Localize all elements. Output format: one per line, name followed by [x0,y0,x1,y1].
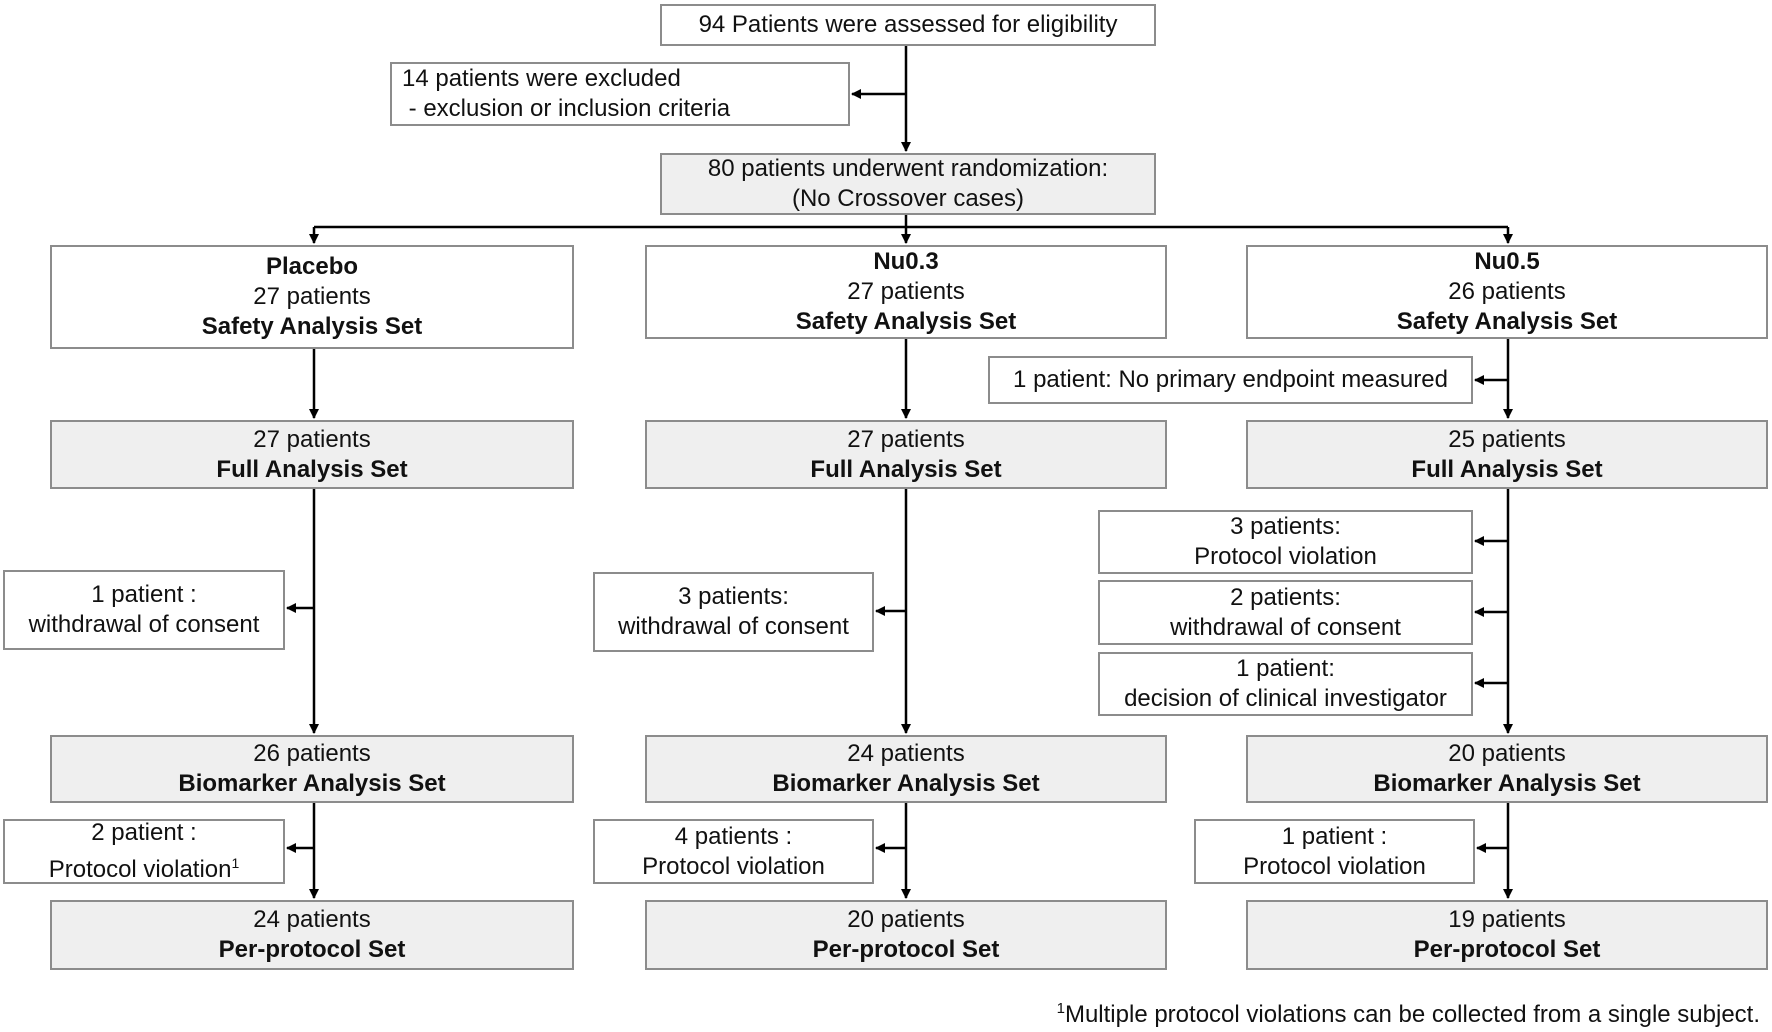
nu05-protocol-violation-box-1: 3 patients: Protocol violation [1098,510,1473,574]
nu05-perprotocol-box: 19 patients Per-protocol Set [1246,900,1768,970]
exclusion-line2: withdrawal of consent [618,613,849,640]
nu05-biomarker-box: 20 patients Biomarker Analysis Set [1246,735,1768,803]
placebo-protocol-violation-box: 2 patient : Protocol violation1 [3,819,285,884]
perprotocol-count: 19 patients [1448,906,1566,933]
exclusion-line2: Protocol violation [48,856,232,883]
exclusion-line2: Protocol violation [1194,543,1377,570]
full-count: 27 patients [253,425,371,453]
exclusion-line1: 3 patients: [1230,513,1341,540]
nu05-full-box: 25 patients Full Analysis Set [1246,420,1768,489]
safety-count: 27 patients [253,283,371,310]
biomarker-label: Biomarker Analysis Set [1373,770,1641,797]
placebo-biomarker-box: 26 patients Biomarker Analysis Set [50,735,574,803]
exclusion-line2: withdrawal of consent [1170,613,1401,641]
safety-count: 26 patients [1448,278,1566,305]
biomarker-count: 26 patients [253,740,371,767]
biomarker-label: Biomarker Analysis Set [772,770,1040,797]
full-label: Full Analysis Set [810,455,1002,483]
exclusion-line1: 1 patient: [1236,655,1335,682]
excluded-box: 14 patients were excluded - exclusion or… [390,62,850,126]
arm-name-placebo: Placebo [265,253,359,280]
exclusion-text: 1 patient: No primary endpoint measured [1013,366,1448,393]
randomized-line1: 80 patients underwent randomization: [707,155,1109,182]
nu03-safety-box: Nu0.3 27 patients Safety Analysis Set [645,245,1167,339]
placebo-perprotocol-box: 24 patients Per-protocol Set [50,900,574,970]
full-label: Full Analysis Set [216,455,408,483]
full-count: 25 patients [1448,425,1566,453]
placebo-withdrawal-box: 1 patient : withdrawal of consent [3,570,285,650]
biomarker-label: Biomarker Analysis Set [178,770,446,797]
nu05-safety-box: Nu0.5 26 patients Safety Analysis Set [1246,245,1768,339]
perprotocol-count: 20 patients [847,906,965,933]
safety-count: 27 patients [847,278,965,305]
assessed-text: 94 Patients were assessed for eligibilit… [698,11,1118,38]
arm-name-nu05: Nu0.5 [1474,248,1540,275]
assessed-box: 94 Patients were assessed for eligibilit… [660,4,1156,46]
exclusion-line1: 1 patient : [91,581,197,608]
biomarker-count: 24 patients [847,740,965,767]
excluded-line2: - exclusion or inclusion criteria [402,95,731,122]
randomized-line2: (No Crossover cases) [791,185,1025,212]
perprotocol-label: Per-protocol Set [1413,936,1601,963]
full-label: Full Analysis Set [1411,455,1603,483]
randomized-box: 80 patients underwent randomization: (No… [660,153,1156,215]
placebo-safety-box: Placebo 27 patients Safety Analysis Set [50,245,574,349]
nu05-withdrawal-box: 2 patients: withdrawal of consent [1098,580,1473,645]
nu03-biomarker-box: 24 patients Biomarker Analysis Set [645,735,1167,803]
nu03-protocol-violation-box: 4 patients : Protocol violation [593,819,874,884]
exclusion-line1: 2 patient : [91,819,197,846]
nu05-investigator-decision-box: 1 patient: decision of clinical investig… [1098,652,1473,716]
exclusion-line2: Protocol violation [1243,852,1426,880]
nu03-withdrawal-box: 3 patients: withdrawal of consent [593,572,874,652]
full-count: 27 patients [847,425,965,453]
footnote-text: Multiple protocol violations can be coll… [1064,1001,1760,1028]
footnote-marker: 1 [231,855,240,871]
exclusion-line1: 3 patients: [678,583,789,610]
perprotocol-label: Per-protocol Set [218,936,406,963]
excluded-line1: 14 patients were excluded [402,65,681,92]
exclusion-line2-wrap: Protocol violation1 [49,848,240,885]
exclusion-line1: 4 patients : [674,822,793,850]
exclusion-line2: Protocol violation [642,852,825,880]
safety-label: Safety Analysis Set [1396,308,1618,335]
exclusion-line2: decision of clinical investigator [1124,685,1447,712]
perprotocol-count: 24 patients [253,906,371,933]
placebo-full-box: 27 patients Full Analysis Set [50,420,574,489]
biomarker-count: 20 patients [1448,740,1566,767]
arm-name-nu03: Nu0.3 [873,248,939,275]
perprotocol-label: Per-protocol Set [812,936,1000,963]
exclusion-line2: withdrawal of consent [28,611,260,638]
exclusion-line1: 2 patients: [1230,583,1341,611]
nu03-perprotocol-box: 20 patients Per-protocol Set [645,900,1167,970]
nu05-protocol-violation-box-2: 1 patient : Protocol violation [1194,819,1475,884]
safety-label: Safety Analysis Set [201,313,423,340]
footnote-marker: 1 [1056,1000,1065,1017]
exclusion-line1: 1 patient : [1281,822,1388,850]
footnote: 1Multiple protocol violations can be col… [1057,1000,1760,1029]
nu05-no-endpoint-box: 1 patient: No primary endpoint measured [988,356,1473,404]
nu03-full-box: 27 patients Full Analysis Set [645,420,1167,489]
safety-label: Safety Analysis Set [795,308,1017,335]
